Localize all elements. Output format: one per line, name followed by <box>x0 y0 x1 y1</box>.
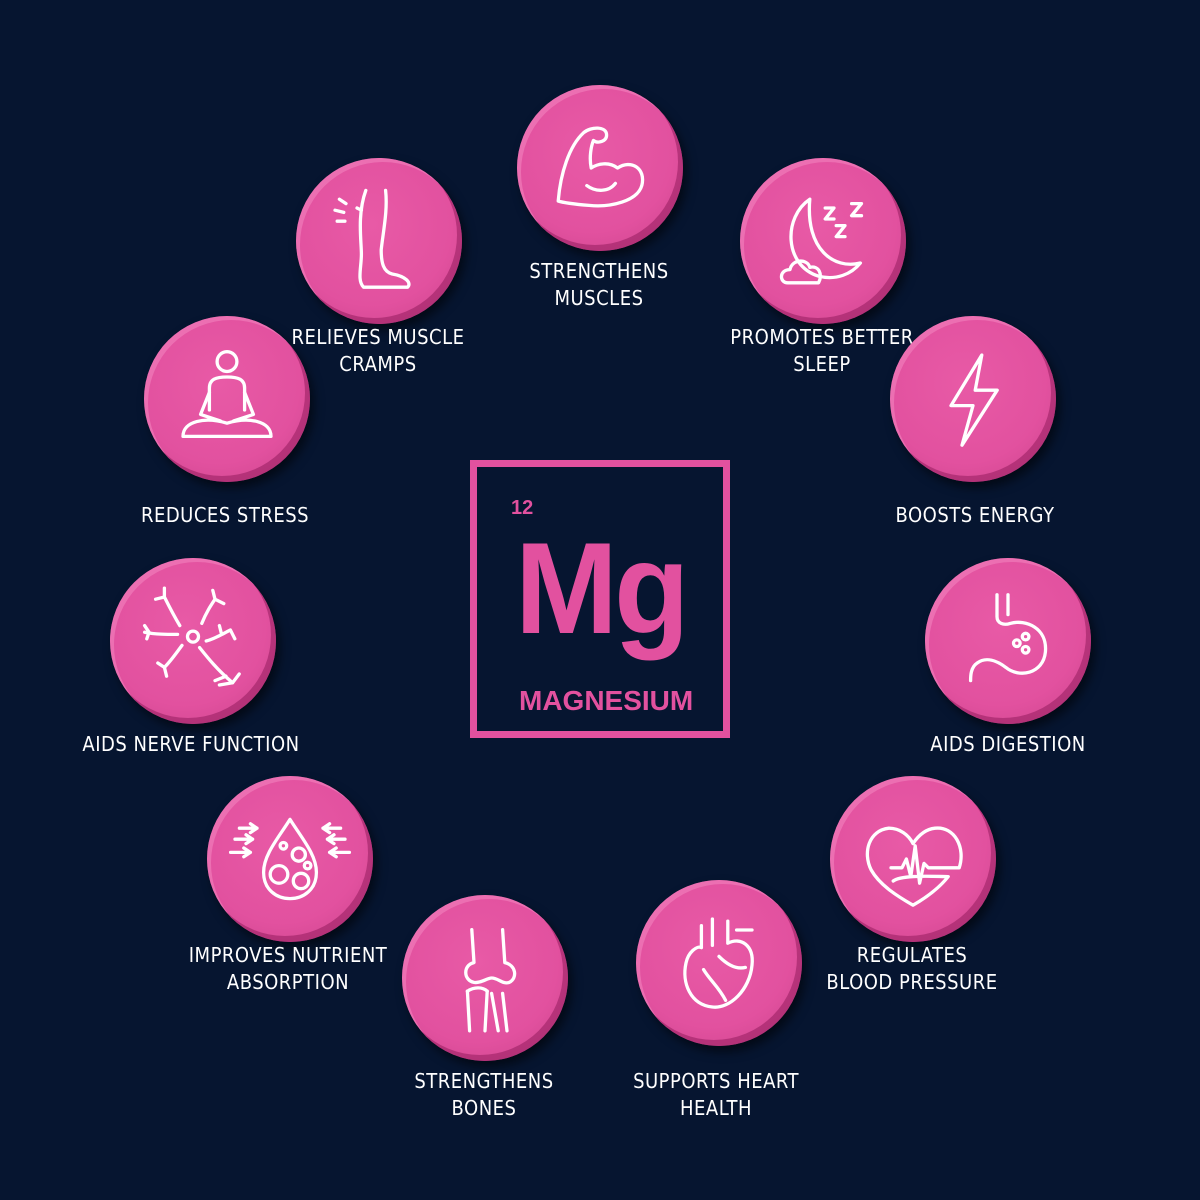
nutrient-drop-icon <box>228 817 352 901</box>
element-name: MAGNESIUM <box>519 685 694 716</box>
element-symbol: Mg <box>515 515 690 661</box>
label-reduces-stress: REDUCES STRESS <box>140 503 310 527</box>
knee-bone-icon <box>464 927 517 1033</box>
badge-strengthens-muscles <box>517 85 683 251</box>
leg-cramp-icon <box>333 188 411 289</box>
label-aids-nerve-function: AIDS NERVE FUNCTION <box>82 732 300 756</box>
badge-reduces-stress <box>144 316 310 482</box>
neuron-icon <box>142 586 241 687</box>
badge-aids-digestion <box>925 558 1091 724</box>
label-boosts-energy: BOOSTS ENERGY <box>895 503 1055 527</box>
moon-sleep-icon <box>779 197 864 285</box>
flexed-bicep-icon <box>556 126 645 208</box>
badge-strengthens-bones <box>402 895 568 1061</box>
badge-improves-nutrient-absorption <box>207 776 373 942</box>
badge-regulates-blood-pressure <box>830 776 996 942</box>
heart-pulse-icon <box>865 826 963 907</box>
badge-supports-heart-health <box>636 880 802 1046</box>
badge-relieves-muscle-cramps <box>296 158 462 324</box>
badge-boosts-energy <box>890 316 1056 482</box>
meditation-icon <box>181 350 273 439</box>
periodic-element-tile: 12 Mg MAGNESIUM <box>470 460 730 738</box>
label-aids-digestion: AIDS DIGESTION <box>930 732 1086 756</box>
badge-aids-nerve-function <box>110 558 276 724</box>
lightning-bolt-icon <box>949 353 999 447</box>
atomic-number: 12 <box>511 497 534 519</box>
anatomical-heart-icon <box>683 917 754 1009</box>
stomach-icon <box>968 593 1048 683</box>
badge-promotes-sleep <box>740 158 906 324</box>
